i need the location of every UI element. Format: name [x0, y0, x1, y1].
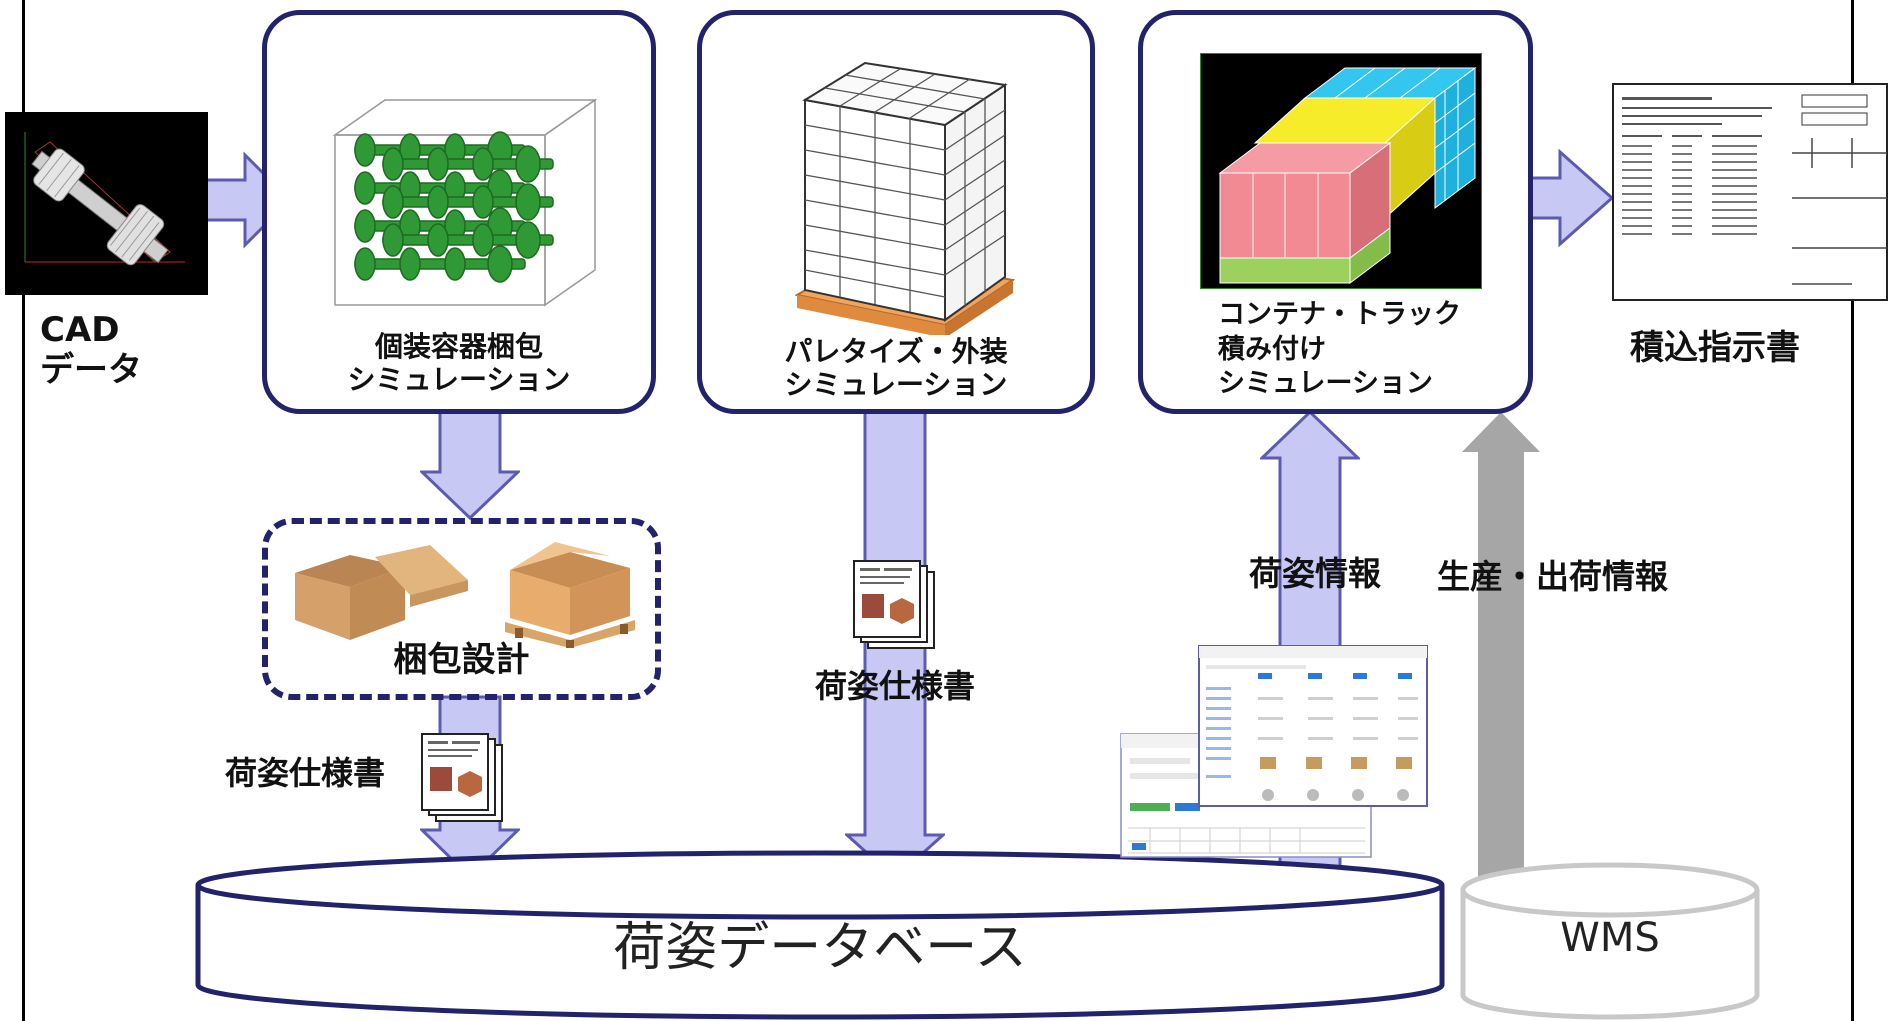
cardboard-box-open-image [295, 545, 468, 640]
loading-instruction-document [1612, 83, 1888, 301]
packing-design-label: 梱包設計 [393, 640, 530, 680]
package-database-label: 荷姿データベース [613, 918, 1027, 978]
arrow-container-to-instructions [1518, 148, 1615, 248]
cad-shaft-image [5, 112, 208, 295]
loading-instructions-label: 積込指示書 [1630, 328, 1800, 368]
frame-right-border [1851, 0, 1854, 1021]
packing-design-box [262, 518, 661, 700]
spec-sheet-center-label: 荷姿仕様書 [814, 667, 975, 705]
packing-simulation-label-line2: シミュレーション [347, 363, 571, 397]
container-simulation-label-line2: 積み付け [1218, 333, 1326, 365]
frame-left-border [22, 0, 25, 1021]
package-system-screenshot-front [1198, 645, 1428, 807]
cad-label-line1: CAD [40, 310, 120, 350]
container-simulation-label-line1: コンテナ・トラック [1218, 299, 1461, 330]
cardboard-box-pallet-image [505, 542, 635, 648]
arrow-wms-to-container [1462, 412, 1540, 878]
pallet-simulation-image [795, 61, 1015, 335]
pallet-simulation-label-line1: パレタイズ・外装 [784, 335, 1008, 368]
spec-sheet-left-icon [421, 733, 503, 822]
package-info-label: 荷姿情報 [1249, 554, 1381, 593]
container-simulation-label: コンテナ・トラック 積み付け シミュレーション [1218, 298, 1538, 402]
pallet-simulation-label: パレタイズ・外装 シミュレーション [717, 335, 1075, 401]
packing-simulation-label: 個装容器梱包 シミュレーション [282, 330, 636, 396]
packing-simulation-image [332, 98, 598, 307]
wms-label: WMS [1560, 915, 1660, 961]
wms-cylinder [1460, 862, 1760, 1020]
packing-simulation-label-line1: 個装容器梱包 [374, 330, 543, 363]
arrow-packing-to-design [420, 410, 520, 520]
production-info-label: 生産・出荷情報 [1437, 557, 1668, 596]
package-database-cylinder [195, 850, 1445, 1020]
container-simulation-label-line3: シミュレーション [1218, 368, 1433, 400]
container-simulation-image [1200, 53, 1482, 289]
cad-label: CAD データ [40, 310, 190, 390]
pallet-simulation-label-line2: シミュレーション [784, 368, 1008, 402]
cad-label-line2: データ [40, 350, 142, 391]
spec-sheet-center-icon [853, 560, 935, 649]
spec-sheet-left-label: 荷姿仕様書 [224, 754, 385, 792]
